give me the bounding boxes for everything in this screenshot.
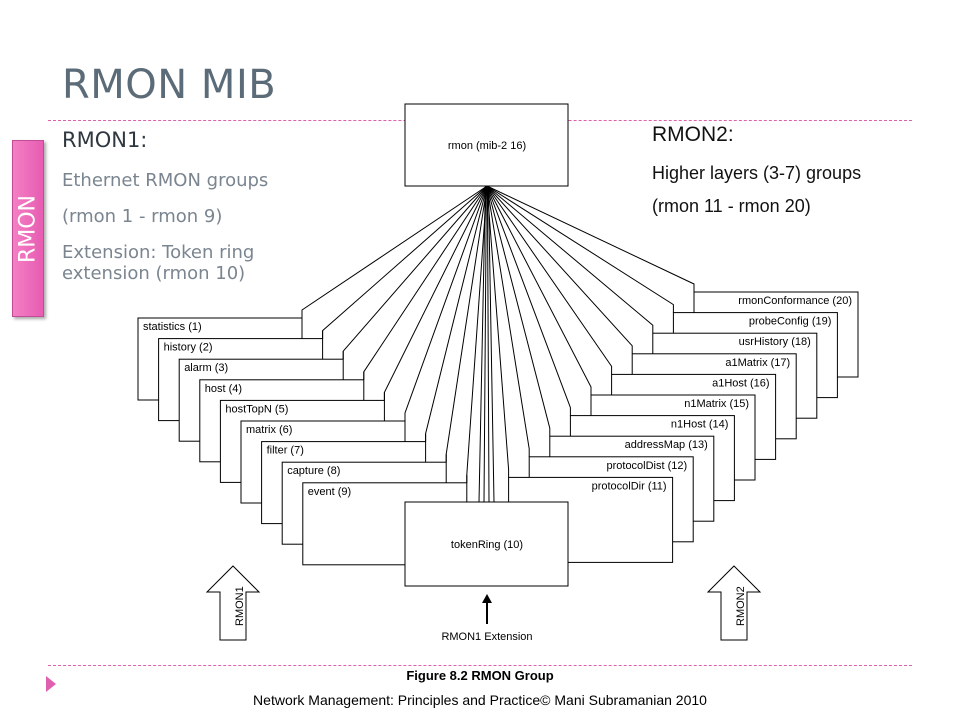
connector-line: [486, 185, 490, 503]
rmon2-group-label: protocolDir (11): [592, 480, 667, 492]
figure-caption: Figure 8.2 RMON Group: [406, 668, 554, 683]
extension-arrow-label: RMON1 Extension: [441, 631, 532, 643]
connector-line: [486, 185, 571, 416]
rmon1-arrow-label: RMON1: [234, 586, 246, 626]
tokenring-node-label: tokenRing (10): [451, 539, 523, 551]
footer-credit: Network Management: Principles and Pract…: [253, 692, 707, 708]
connector-line: [466, 185, 488, 483]
rmon2-line-1: Higher layers (3-7) groups: [652, 163, 862, 183]
connector-line: [478, 185, 486, 503]
rmon1-arrow: RMON1: [205, 565, 261, 641]
rmon1-group-label: hostTopN (5): [225, 403, 288, 415]
rmon2-group-label: probeConfig (19): [749, 316, 832, 328]
connector-line: [404, 185, 488, 421]
rmon2-group-label: usrHistory (18): [739, 336, 811, 348]
rmon2-group-label: a1Host (16): [712, 377, 769, 389]
connector-line: [486, 185, 592, 395]
rmon2-group-label: n1Host (14): [671, 419, 728, 431]
rmon1-group-label: host (4): [205, 383, 242, 395]
rmon2-heading: RMON2:: [652, 123, 734, 146]
rmon1-group-label: statistics (1): [143, 321, 202, 333]
side-tab: RMON: [12, 140, 44, 317]
rmon1-group-label: matrix (6): [246, 424, 292, 436]
connector-line: [486, 185, 695, 292]
rmon2-group-label: protocolDist (12): [606, 460, 687, 472]
connector-line: [322, 185, 488, 339]
connector-lines: [301, 185, 695, 503]
slide-title: RMON MIB: [62, 62, 277, 108]
triangle-bullet-icon: [46, 676, 56, 692]
connector-line: [486, 185, 674, 313]
connector-line: [363, 185, 488, 380]
bottom-divider: [48, 665, 912, 666]
rmon2-group-label: rmonConformance (20): [738, 295, 852, 307]
connector-line: [486, 185, 510, 478]
connector-line: [487, 185, 495, 503]
rmon1-group-label: event (9): [308, 486, 351, 498]
root-node-box: [404, 103, 569, 187]
rmon1-group-label: filter (7): [267, 445, 304, 457]
rmon1-group-label: capture (8): [287, 465, 340, 477]
extension-arrow: RMON1 Extension: [441, 594, 533, 643]
rmon1-heading: RMON1:: [62, 128, 148, 152]
connector-line: [486, 185, 633, 354]
tokenring-node-box: [404, 501, 569, 587]
rmon1-group-label: alarm (3): [184, 362, 228, 374]
rmon2-arrow-label: RMON2: [735, 586, 747, 626]
rmon2-line-2: (rmon 11 - rmon 20): [652, 196, 811, 216]
rmon1-group-label: history (2): [164, 342, 213, 354]
rmon1-line-2: (rmon 1 - rmon 9): [62, 206, 223, 227]
connector-line: [486, 185, 613, 375]
root-node-label: rmon (mib-2 16): [448, 140, 526, 152]
rmon1-line-1: Ethernet RMON groups: [62, 170, 269, 191]
connector-line: [383, 185, 488, 401]
rmon1-line-3: Extension: Token ring extension (rmon 10…: [62, 242, 255, 284]
rmon1-group-stack: statistics (1) history (2) alarm (3) host (…: [137, 317, 468, 566]
rmon2-group-label: addressMap (13): [625, 439, 708, 451]
rmon2-group-label: n1Matrix (15): [684, 398, 749, 410]
connector-line: [483, 185, 487, 503]
connector-line: [486, 185, 654, 334]
rmon2-arrow: RMON2: [706, 565, 762, 641]
connector-line: [486, 185, 530, 457]
rmon2-group-label: a1Matrix (17): [725, 357, 790, 369]
connector-line: [486, 185, 551, 437]
